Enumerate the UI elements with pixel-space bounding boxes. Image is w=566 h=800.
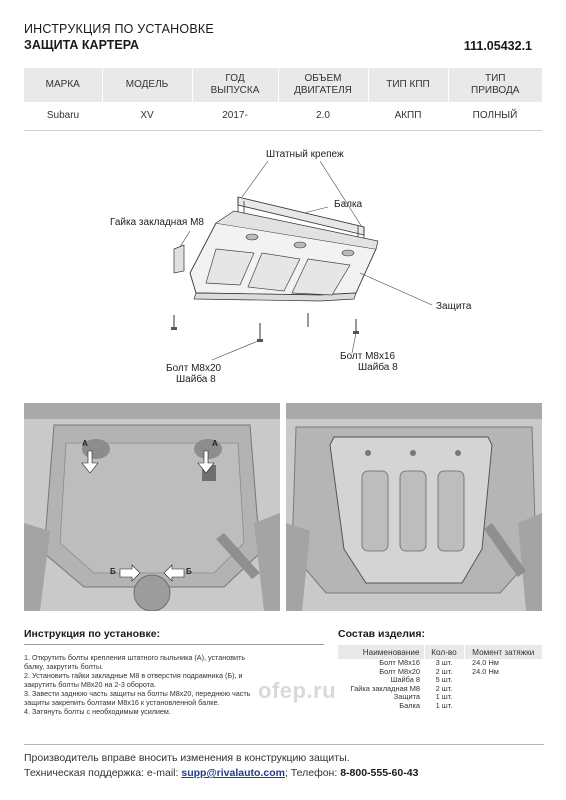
kit-item-name: Шайба 8 — [390, 675, 420, 684]
phone-label: ; Телефон: — [284, 767, 341, 779]
kit-header-qty: Кол-во — [423, 645, 464, 659]
kit-item-torque — [464, 685, 542, 694]
kit-item-name: Защита — [393, 692, 420, 701]
kit-row: Защита 1 шт. — [338, 692, 542, 702]
kit-header-torque: Момент затяжки — [463, 645, 542, 659]
kit-item-qty: 2 шт. — [435, 683, 453, 693]
kit-row: Балка 1 шт. — [338, 700, 542, 711]
kit-item-torque: 24.0 Нм — [472, 666, 499, 676]
footer-disclaimer: Производитель вправе вносить изменения в… — [24, 752, 350, 764]
footer-support: Техническая поддержка: e-mail: supp@riva… — [24, 767, 544, 779]
spec-cell-gearbox: АКПП — [368, 102, 448, 131]
fasteners — [171, 313, 359, 342]
label-bolt-m8x16: Болт М8х16 — [340, 351, 396, 362]
spec-header-model: МОДЕЛЬ — [101, 68, 192, 102]
support-phone: 8-800-555-60-43 — [340, 767, 419, 779]
kit-item-qty: 1 шт. — [435, 692, 453, 701]
parts-exploded-diagram: Штатный крепеж Балка Гайка закладная М8 … — [110, 145, 472, 385]
guard-drawing — [171, 160, 433, 361]
label-stock-mount: Штатный крепеж — [266, 149, 344, 160]
instruction-line: 3. Завести заднюю часть защиты на болты … — [24, 689, 251, 698]
support-email-link[interactable]: supp@rivalauto.com — [181, 767, 285, 779]
marker-a-right: А — [212, 439, 218, 448]
product-code: 111.05432.1 — [463, 39, 532, 53]
kit-item-torque — [464, 693, 542, 702]
instruction-line: 2. Установить гайки закладные М8 в отвер… — [24, 671, 243, 680]
kit-item-qty: 1 шт. — [435, 700, 453, 710]
spec-header-label: МОДЕЛЬ — [125, 79, 169, 90]
instruction-line: защиты закрепить болтами М8х16 к установ… — [24, 698, 220, 707]
photo-after-install — [286, 403, 542, 611]
spec-header-gearbox: ТИП КПП — [367, 68, 448, 102]
instructions-steps: 1. Открутить болты крепления штатного пы… — [24, 653, 324, 716]
installation-photos: А А Б Б — [24, 403, 542, 611]
kit-header-row: Наименование Кол-во Момент затяжки — [338, 645, 542, 659]
instruction-line: 4. Затянуть болты с необходимым усилием. — [24, 707, 171, 716]
doc-title-product: ЗАЩИТА КАРТЕРА — [24, 38, 139, 52]
label-guard: Защита — [436, 301, 472, 312]
doc-title-instruction: ИНСТРУКЦИЯ ПО УСТАНОВКЕ — [24, 22, 214, 36]
marker-a-left: А — [82, 439, 88, 448]
support-label: Техническая поддержка: e-mail: — [24, 767, 182, 779]
instruction-line: закрутить болты М8х20 на 2-3 оборота. — [24, 680, 156, 689]
spec-cell-year: 2017- — [192, 102, 278, 131]
document-header: ИНСТРУКЦИЯ ПО УСТАНОВКЕ ЗАЩИТА КАРТЕРА 1… — [24, 22, 544, 53]
spec-cell-engine: 2.0 — [278, 102, 368, 131]
kit-item-name: Болт М8х20 — [379, 666, 420, 676]
kit-item-qty: 3 шт. — [435, 658, 453, 667]
footer: Производитель вправе вносить изменения в… — [24, 752, 544, 779]
kit-item-torque — [464, 676, 542, 685]
kit-item-qty: 2 шт. — [435, 666, 453, 676]
spec-row: Subaru XV 2017- 2.0 АКПП ПОЛНЫЙ — [24, 102, 542, 131]
installation-instructions: Инструкция по установке: 1. Открутить бо… — [24, 628, 324, 716]
kit-row: Гайка закладная М8 2 шт. — [338, 683, 542, 694]
underbody-after-drawing — [286, 403, 542, 611]
kit-item-name: Гайка закладная М8 — [350, 683, 420, 693]
instruction-line: балку, закрутить болты. — [24, 662, 104, 671]
spec-header-label: МАРКА — [45, 79, 80, 90]
kit-title: Состав изделия: — [338, 628, 425, 640]
instruction-line: 1. Открутить болты крепления штатного пы… — [24, 653, 246, 662]
kit-header-name: Наименование — [338, 645, 424, 659]
instructions-title: Инструкция по установке: — [24, 628, 324, 645]
kit-row: Болт М8х16 3 шт. 24.0 Нм — [338, 658, 542, 668]
watermark: ofep.ru — [258, 678, 337, 703]
label-beam: Балка — [334, 199, 363, 210]
photo-before-install: А А Б Б — [24, 403, 280, 611]
kit-row: Болт М8х20 2 шт. 24.0 Нм — [338, 666, 542, 677]
label-washer-left: Шайба 8 — [176, 374, 216, 385]
label-washer-right: Шайба 8 — [358, 362, 398, 373]
marker-b-left: Б — [110, 567, 116, 576]
spec-cell-model: XV — [102, 102, 192, 131]
kit-item-torque: 24.0 Нм — [472, 658, 499, 667]
spec-cell-make: Subaru — [24, 102, 102, 131]
kit-item-qty: 5 шт. — [435, 675, 453, 684]
leader-lines — [179, 160, 433, 361]
marker-b-right: Б — [186, 567, 192, 576]
kit-item-name: Болт М8х16 — [379, 658, 420, 667]
kit-item-name: Балка — [399, 700, 420, 710]
spec-cell-drive: ПОЛНЫЙ — [448, 102, 542, 131]
kit-contents: Состав изделия: Наименование Кол-во Моме… — [338, 628, 542, 710]
kit-row: Шайба 8 5 шт. — [338, 675, 542, 685]
spec-header-label: ТИП КПП — [386, 79, 430, 90]
label-bolt-m8x20: Болт М8х20 — [166, 363, 222, 374]
footer-divider — [24, 744, 544, 745]
kit-item-torque — [464, 702, 542, 711]
spec-header-make: МАРКА — [24, 68, 102, 102]
underbody-before-drawing — [24, 403, 280, 611]
kit-table: Наименование Кол-во Момент затяжки Болт … — [338, 645, 542, 710]
label-nut: Гайка закладная М8 — [110, 217, 204, 228]
guard-plate — [173, 210, 379, 302]
